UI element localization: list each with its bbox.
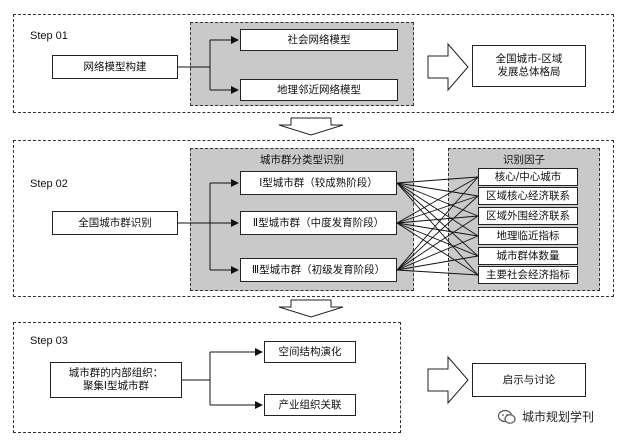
step3-frame [13, 322, 401, 433]
industry-org-box: 产业组织关联 [264, 394, 356, 416]
type-panel-title: 城市群分类型识别 [260, 154, 344, 166]
internal-org-box: 城市群的内部组织： 聚集Ⅰ型城市群 [50, 362, 182, 398]
type1-cluster-box: Ⅰ型城市群（较成熟阶段） [240, 171, 397, 195]
step2-frame [13, 140, 614, 297]
down-arrow-1 [278, 117, 344, 136]
factor-geo-proximity: 地理临近指标 [478, 227, 578, 245]
type2-cluster-box: Ⅱ型城市群（中度发育阶段） [240, 211, 397, 235]
factor-core-city: 核心/中心城市 [478, 168, 578, 186]
factor-panel-title: 识别因子 [503, 154, 545, 166]
step3-label: Step 03 [30, 335, 68, 347]
factor-periphery-econ-link: 区域外围经济联系 [478, 207, 578, 225]
geo-network-model-box: 地理邻近网络模型 [240, 79, 398, 101]
step1-frame [13, 14, 614, 113]
step3-output-arrow [427, 355, 469, 405]
factor-cluster-count: 城市群体数量 [478, 247, 578, 265]
national-cluster-id-box: 全国城市群识别 [52, 211, 178, 235]
wechat-icon [498, 409, 516, 424]
national-pattern-box: 全国城市-区域 发展总体格局 [472, 45, 586, 87]
watermark-text: 城市规划学刊 [522, 410, 595, 424]
step1-label: Step 01 [30, 30, 68, 42]
down-arrow-2 [278, 299, 344, 318]
factor-socioeconomic: 主要社会经济指标 [478, 266, 578, 284]
watermark: 城市规划学刊 [498, 408, 594, 425]
insights-box: 启示与讨论 [472, 363, 586, 397]
step1-output-arrow [427, 42, 469, 92]
step2-label: Step 02 [30, 178, 68, 190]
spatial-structure-box: 空间结构演化 [264, 341, 356, 363]
social-network-model-box: 社会网络模型 [240, 29, 398, 51]
factor-core-econ-link: 区域核心经济联系 [478, 187, 578, 205]
type3-cluster-box: Ⅲ型城市群（初级发育阶段） [240, 258, 397, 282]
network-model-build-box: 网络模型构建 [52, 55, 178, 79]
